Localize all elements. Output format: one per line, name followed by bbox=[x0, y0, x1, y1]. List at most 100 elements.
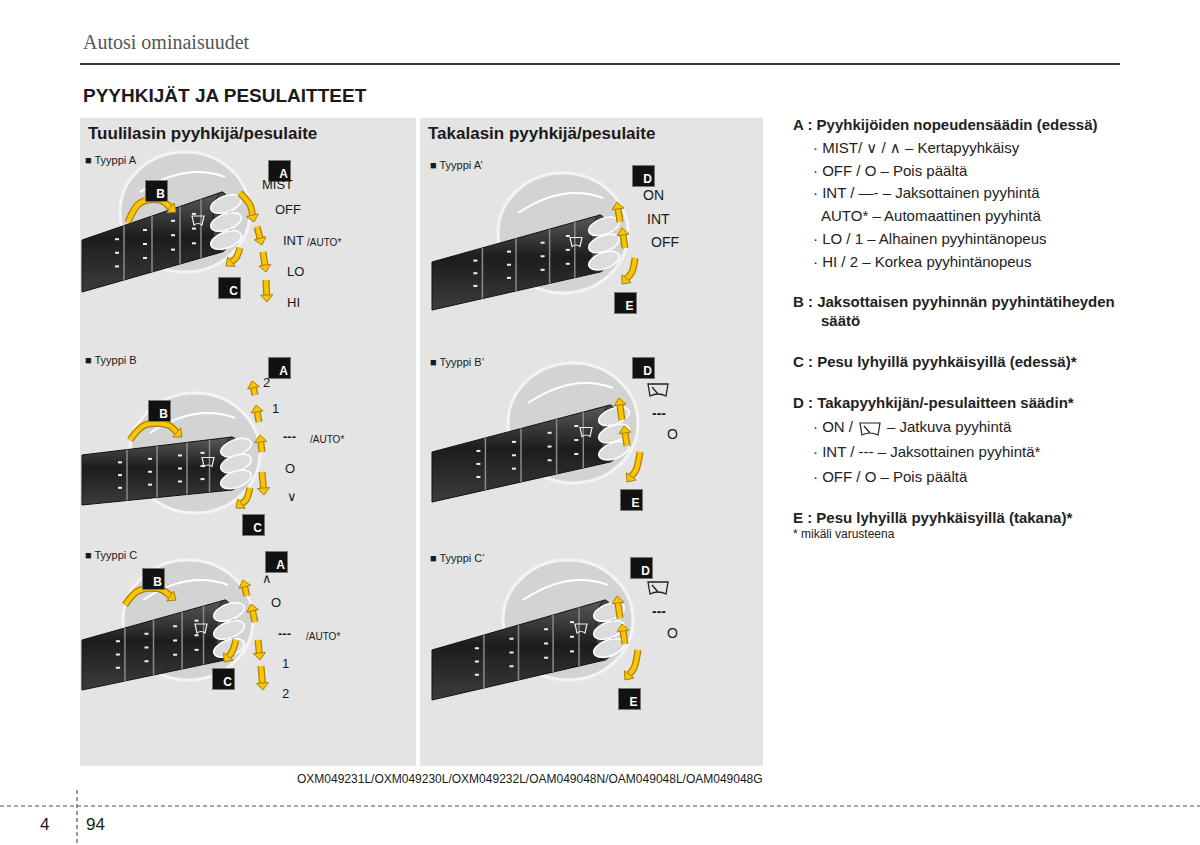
arrow-shaft bbox=[240, 193, 252, 215]
hand-contour bbox=[518, 193, 603, 213]
arrow-head bbox=[173, 428, 182, 437]
switch-position-label: LO bbox=[287, 265, 304, 278]
ring-tick bbox=[171, 249, 175, 251]
callout-letter-text: C bbox=[215, 668, 232, 690]
wiper-stalk bbox=[432, 363, 638, 502]
ring-tick bbox=[171, 234, 175, 236]
page-number: 4 bbox=[40, 816, 49, 833]
arrow-outline bbox=[228, 640, 236, 657]
arrow-head bbox=[626, 473, 636, 482]
callout-letter: B bbox=[145, 180, 168, 202]
motion-arrow bbox=[236, 488, 250, 508]
ring-tick bbox=[510, 638, 514, 640]
switch-position-label: 1 bbox=[282, 657, 289, 670]
arrow-head bbox=[257, 488, 269, 495]
stalk-ring bbox=[123, 226, 125, 280]
arrow-head bbox=[247, 604, 259, 612]
motion-arrow bbox=[614, 398, 626, 420]
ring-tick bbox=[548, 459, 552, 461]
callout-letter: E bbox=[614, 292, 637, 314]
arrow-shaft bbox=[631, 452, 640, 476]
arrow-head bbox=[614, 398, 626, 406]
motion-arrow bbox=[224, 640, 236, 662]
ring-tick bbox=[116, 654, 120, 656]
ring-tick bbox=[476, 463, 480, 465]
arrow-head bbox=[256, 683, 268, 690]
ring-tick bbox=[116, 667, 120, 669]
hand-contour bbox=[528, 383, 613, 403]
arrow-head bbox=[612, 596, 624, 604]
arrow-head bbox=[251, 405, 263, 413]
arrow-head bbox=[617, 624, 629, 632]
arrow-shaft bbox=[261, 442, 262, 452]
panel-heading: Takalasin pyyhkijä/pesulaite bbox=[420, 118, 763, 144]
wiper-stalk bbox=[432, 560, 633, 700]
callout-letter: B bbox=[142, 568, 165, 590]
stalk-ring bbox=[556, 419, 558, 474]
motion-arrow bbox=[125, 588, 176, 605]
arrow-outline bbox=[618, 603, 620, 618]
switch-position-label: 2 bbox=[263, 376, 270, 389]
motion-arrow bbox=[622, 258, 635, 284]
arrow-outline bbox=[618, 209, 620, 222]
ring-tick bbox=[544, 643, 548, 645]
ring-tick bbox=[195, 649, 199, 651]
switch-position-label: --- bbox=[283, 430, 296, 443]
callout-letter: D bbox=[632, 165, 655, 187]
ring-tick bbox=[541, 242, 545, 244]
arrow-head bbox=[254, 237, 266, 245]
stalk-ring bbox=[482, 248, 484, 299]
ring-tick bbox=[148, 484, 152, 486]
stalk-ring bbox=[583, 412, 585, 468]
arrow-head bbox=[259, 264, 271, 272]
switch-position-label: INT bbox=[283, 234, 304, 247]
switch-position-label: MIST bbox=[262, 178, 293, 191]
description-text: D : Takapyyhkijän/-pesulaitteen säädin* bbox=[793, 394, 1123, 413]
ring-tick bbox=[574, 439, 578, 441]
motion-arrow bbox=[261, 280, 273, 302]
figure-panel: Takalasin pyyhkijä/pesulaiteDEDEDE bbox=[420, 118, 763, 766]
switch-position-label: 2 bbox=[282, 687, 289, 700]
switch-position-label: HI bbox=[287, 296, 300, 309]
ring-tick bbox=[178, 480, 182, 482]
arrow-outline bbox=[240, 193, 252, 215]
arrow-shaft bbox=[618, 603, 620, 618]
switch-position-label: /AUTO* bbox=[306, 632, 340, 642]
ring-tick bbox=[118, 487, 122, 489]
ring-tick bbox=[143, 229, 147, 231]
arrow-shaft bbox=[620, 405, 622, 420]
arrow-outline bbox=[629, 650, 638, 674]
motion-arrow bbox=[612, 202, 624, 222]
callout-letter-text: B bbox=[145, 568, 162, 590]
arrow-outline bbox=[620, 405, 622, 420]
ring-tick bbox=[143, 243, 147, 245]
callout-letter-text: D bbox=[635, 165, 652, 187]
stalk-ring bbox=[181, 612, 183, 669]
arrow-head bbox=[247, 214, 259, 222]
motion-arrow bbox=[617, 228, 629, 248]
ring-tick bbox=[475, 674, 479, 676]
stalk-ring bbox=[153, 620, 155, 675]
arrow-outline bbox=[263, 252, 265, 265]
callout-letter-text: A bbox=[268, 551, 285, 573]
ring-tick bbox=[566, 249, 570, 251]
callout-letter: D bbox=[632, 357, 655, 379]
arrow-shaft bbox=[257, 412, 259, 422]
arrow-shaft bbox=[128, 199, 170, 222]
ring-tick bbox=[115, 238, 119, 240]
arrow-head bbox=[248, 381, 260, 389]
ring-tick bbox=[115, 265, 119, 267]
arrow-shaft bbox=[231, 248, 240, 262]
arrow-outline bbox=[631, 452, 640, 476]
motion-arrow bbox=[617, 624, 629, 644]
stalk-ring bbox=[186, 442, 188, 494]
ring-tick bbox=[476, 476, 480, 478]
motion-arrow bbox=[240, 193, 258, 222]
stalk-body bbox=[82, 600, 225, 690]
ring-tick bbox=[512, 454, 516, 456]
arrow-head bbox=[619, 426, 631, 434]
ring-tick bbox=[173, 625, 177, 627]
ring-tick bbox=[192, 228, 196, 230]
wiper-icon bbox=[195, 624, 207, 633]
description-text: E : Pesu lyhyillä pyyhkäisyillä (takana)… bbox=[793, 509, 1123, 528]
